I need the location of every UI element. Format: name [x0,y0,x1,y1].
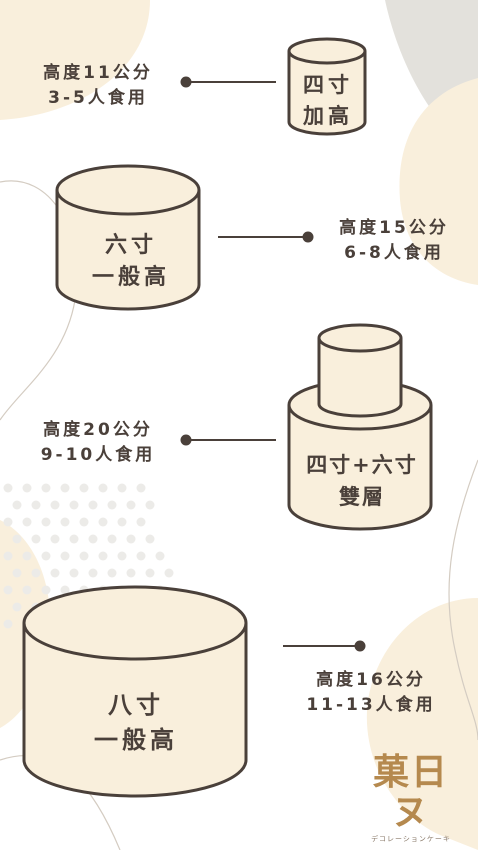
pattern-dot [69,534,79,544]
size-text: 八寸 [108,691,164,719]
blob-bottom-right [366,598,478,850]
type-text: 一般高 [94,726,178,754]
height-text: 高度15公分 [339,218,449,238]
pattern-dot [31,534,41,544]
pattern-dot [98,517,108,527]
size-text: 六寸 [104,233,157,258]
brand-logo-text: 菓日ヌ [372,751,449,833]
pattern-dot [22,483,32,493]
pattern-dot [22,585,32,595]
serving-text: 9-10人食用 [40,445,156,465]
pattern-dot [3,585,13,595]
pattern-dot [41,517,51,527]
cake-label-four-inch-tall: 四寸 加高 [283,70,373,132]
pattern-dot [145,534,155,544]
pattern-dot [3,551,13,561]
type-text: 雙層 [339,485,385,509]
pattern-dot [136,483,146,493]
cake-six-inch [55,164,201,311]
pattern-dot [88,500,98,510]
pattern-dot [22,551,32,561]
pattern-dot [79,517,89,527]
connector-4-dot [354,640,366,652]
pattern-dot [126,534,136,544]
pattern-dot [3,517,13,527]
cake-label-eight-inch: 八寸 一般高 [64,688,208,758]
pattern-dot [31,500,41,510]
pattern-dot [98,483,108,493]
pattern-dot [145,500,155,510]
pattern-dot [107,500,117,510]
pattern-dot [136,551,146,561]
cake-double-tier [287,323,433,531]
height-text: 高度16公分 [316,670,426,690]
pattern-dot [12,534,22,544]
pattern-dot [69,568,79,578]
cake-label-six-inch: 六寸 一般高 [63,230,199,294]
connector-1-dot [180,76,192,88]
pattern-dot [69,500,79,510]
pattern-dot [79,551,89,561]
spec-label-four-inch-tall: 高度11公分 3-5人食用 [18,61,178,111]
cake-eight-inch [22,585,248,798]
connector-lines [180,76,366,652]
spec-label-six-inch: 高度15公分 6-8人食用 [315,216,473,266]
pattern-dot [41,483,51,493]
type-text: 加高 [303,104,353,128]
serving-text: 6-8人食用 [344,243,444,263]
pattern-dot [60,585,70,595]
spec-label-double-tier: 高度20公分 9-10人食用 [16,418,180,468]
pattern-dot [126,500,136,510]
serving-text: 11-13人食用 [306,695,436,715]
type-text: 一般高 [91,265,170,290]
brand-subtitle: デコレーションケーキ [371,835,451,843]
height-text: 高度20公分 [43,420,153,440]
blob-right-upper [399,78,478,285]
pattern-dot [41,551,51,561]
pattern-dot [12,568,22,578]
brand-logo: 菓日ヌ デコレーションケーキ [356,752,466,844]
size-text: 四寸+六寸 [306,453,418,477]
spec-label-eight-inch: 高度16公分 11-13人食用 [288,668,454,718]
pattern-dot [41,585,51,595]
pattern-dot [12,602,22,612]
pattern-dot [79,483,89,493]
pattern-dot [3,619,13,629]
pattern-dot [136,517,146,527]
cake-label-double-tier: 四寸+六寸 雙層 [289,449,435,513]
pattern-dot [126,568,136,578]
cake-four-inch-tall [287,37,367,136]
pattern-dot [98,551,108,561]
serving-text: 3-5人食用 [48,88,148,108]
blob-top-left [0,0,150,120]
pattern-dot [88,534,98,544]
pattern-dot [60,551,70,561]
size-text: 四寸 [303,73,353,97]
pattern-dot [60,483,70,493]
pattern-dot [31,568,41,578]
pattern-dot [107,534,117,544]
pattern-dot [50,534,60,544]
pattern-dot [22,517,32,527]
connector-3-dot [180,434,192,446]
pattern-dot [3,483,13,493]
pattern-dot [117,483,127,493]
pattern-dot [117,551,127,561]
pattern-dot [145,568,155,578]
connector-2-dot [302,231,314,243]
pattern-dot [60,517,70,527]
height-text: 高度11公分 [43,63,153,83]
pattern-dot [117,517,127,527]
pattern-dot [50,500,60,510]
curve-line-right [448,459,478,741]
pattern-dot [107,568,117,578]
pattern-dot [12,500,22,510]
pattern-dot [164,568,174,578]
pattern-dot [50,568,60,578]
pattern-dot [88,568,98,578]
pattern-dot [155,551,165,561]
